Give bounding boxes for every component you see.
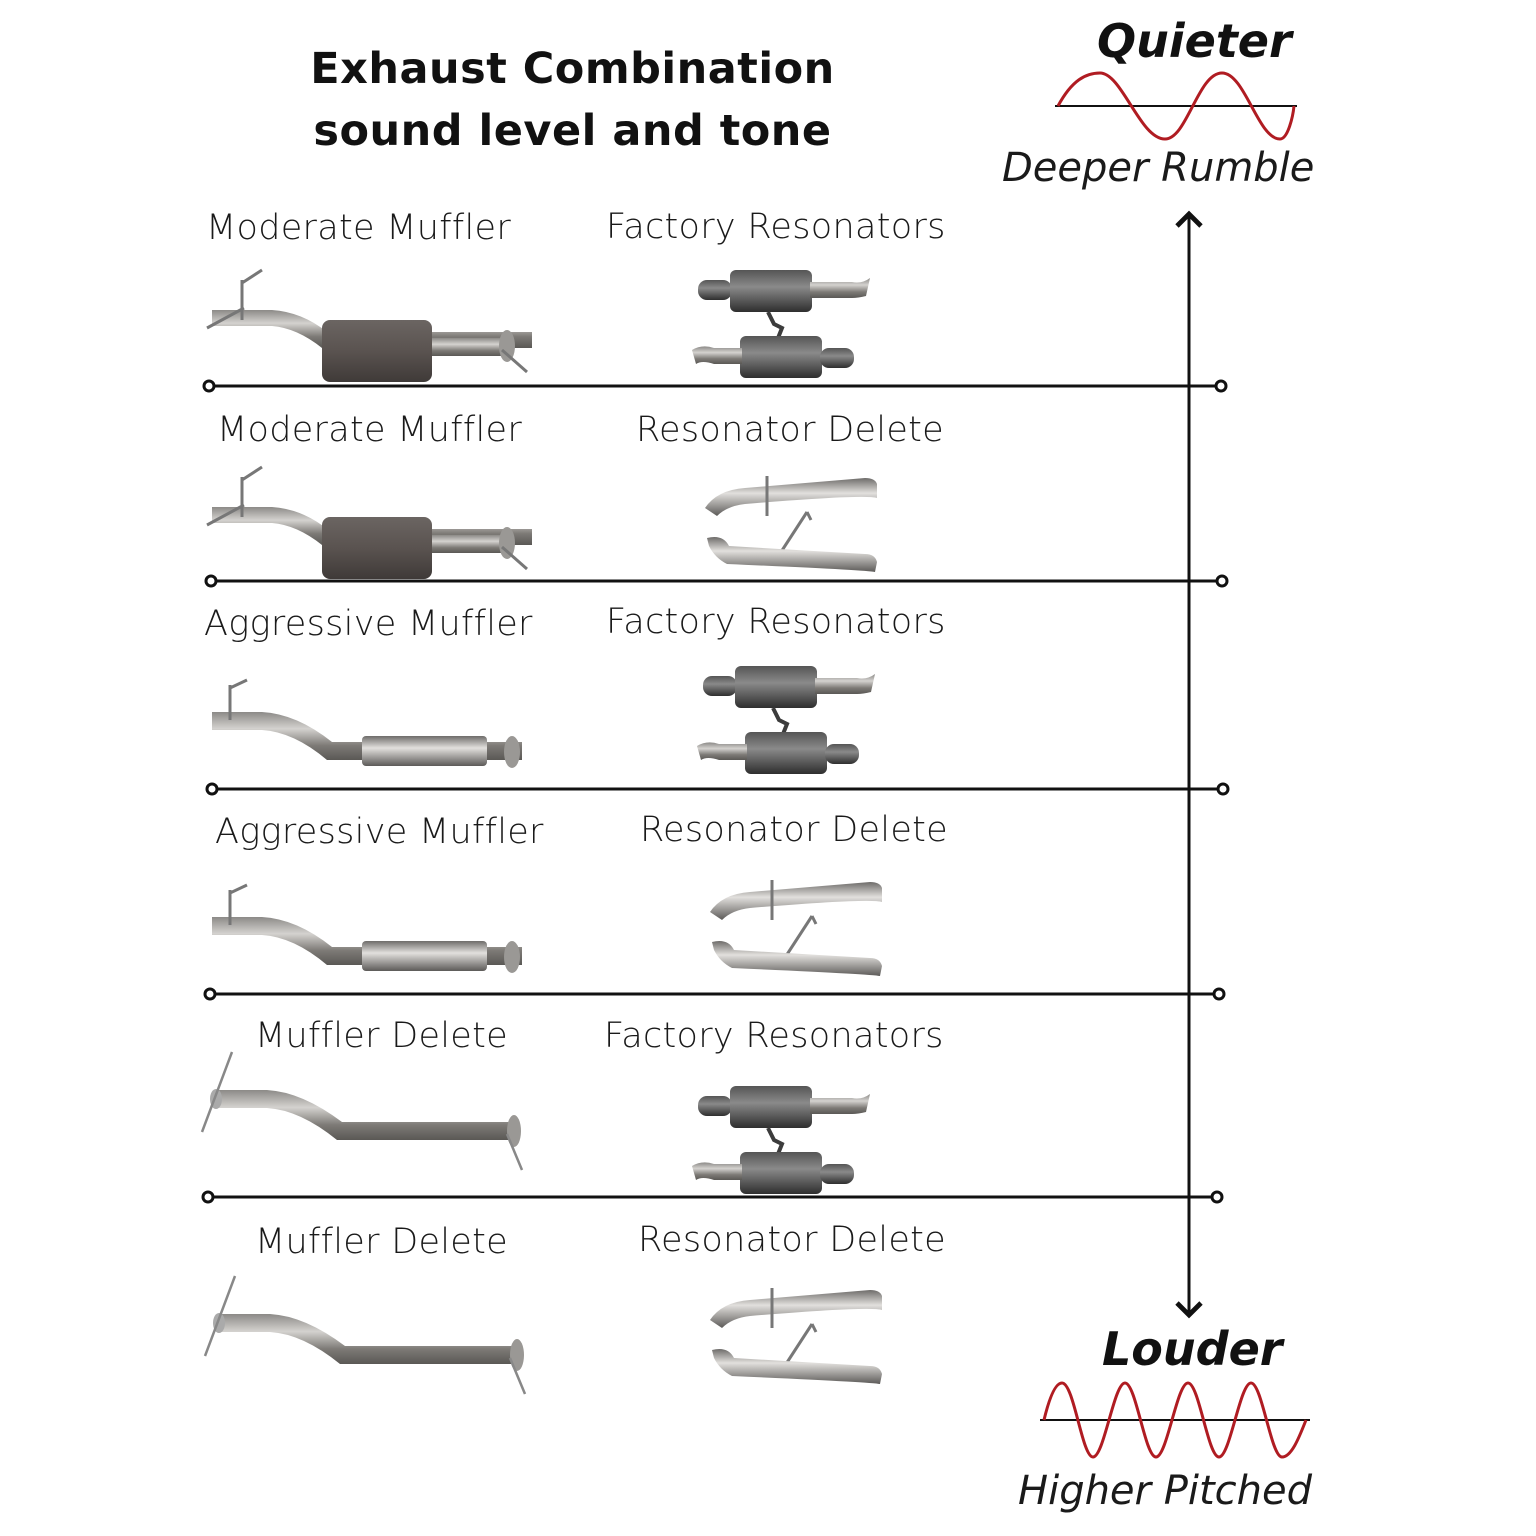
row-dividers: [201, 379, 1230, 1204]
divider-5: [201, 1190, 1224, 1204]
moderate-muffler-pipe-icon: [205, 465, 534, 581]
row-2-muffler-label: Moderate Muffler: [217, 410, 523, 450]
higher-pitched-label: Higher Pitched: [1018, 1468, 1312, 1514]
row-3-muffler-label: Aggressive Muffler: [204, 604, 533, 644]
row-3-resonator-label: Factory Resonators: [606, 602, 946, 642]
resonator-delete-pipes-icon: [708, 878, 884, 978]
factory-resonators-icon: [690, 268, 872, 380]
row-5-muffler-label: Muffler Delete: [255, 1016, 508, 1056]
divider-2: [204, 574, 1229, 588]
aggressive-muffler-pipe-icon: [210, 678, 524, 770]
row-4-resonator-label: Resonator Delete: [640, 810, 949, 850]
row-6-resonator-label: Resonator Delete: [638, 1220, 947, 1260]
low-frequency-wave-icon: [1055, 71, 1297, 141]
moderate-muffler-pipe-icon: [205, 268, 534, 384]
muffler-delete-pipe-icon: [203, 1274, 527, 1396]
high-frequency-wave-icon: [1040, 1381, 1310, 1459]
resonator-delete-pipes-icon: [703, 474, 879, 574]
row-4-muffler-label: Aggressive Muffler: [215, 812, 544, 852]
row-5-resonator-label: Factory Resonators: [604, 1016, 944, 1056]
row-2-resonator-label: Resonator Delete: [636, 410, 945, 450]
diagram-title: Exhaust Combination sound level and tone: [250, 38, 895, 162]
deeper-rumble-label: Deeper Rumble: [1002, 145, 1315, 191]
row-1-muffler-label: Moderate Muffler: [206, 208, 512, 248]
factory-resonators-icon: [695, 664, 877, 776]
divider-1: [202, 379, 1228, 393]
divider-4: [203, 987, 1226, 1001]
aggressive-muffler-pipe-icon: [210, 883, 524, 975]
quieter-label: Quieter: [1097, 14, 1292, 68]
row-6-muffler-label: Muffler Delete: [255, 1222, 508, 1262]
row-1-resonator-label: Factory Resonators: [606, 207, 946, 247]
muffler-delete-pipe-icon: [200, 1050, 524, 1172]
title-line-2: sound level and tone: [313, 106, 832, 156]
title-line-1: Exhaust Combination: [310, 44, 835, 94]
resonator-delete-pipes-icon: [708, 1286, 884, 1386]
louder-label: Louder: [1102, 1322, 1283, 1376]
factory-resonators-icon: [690, 1084, 872, 1196]
divider-3: [205, 782, 1230, 796]
